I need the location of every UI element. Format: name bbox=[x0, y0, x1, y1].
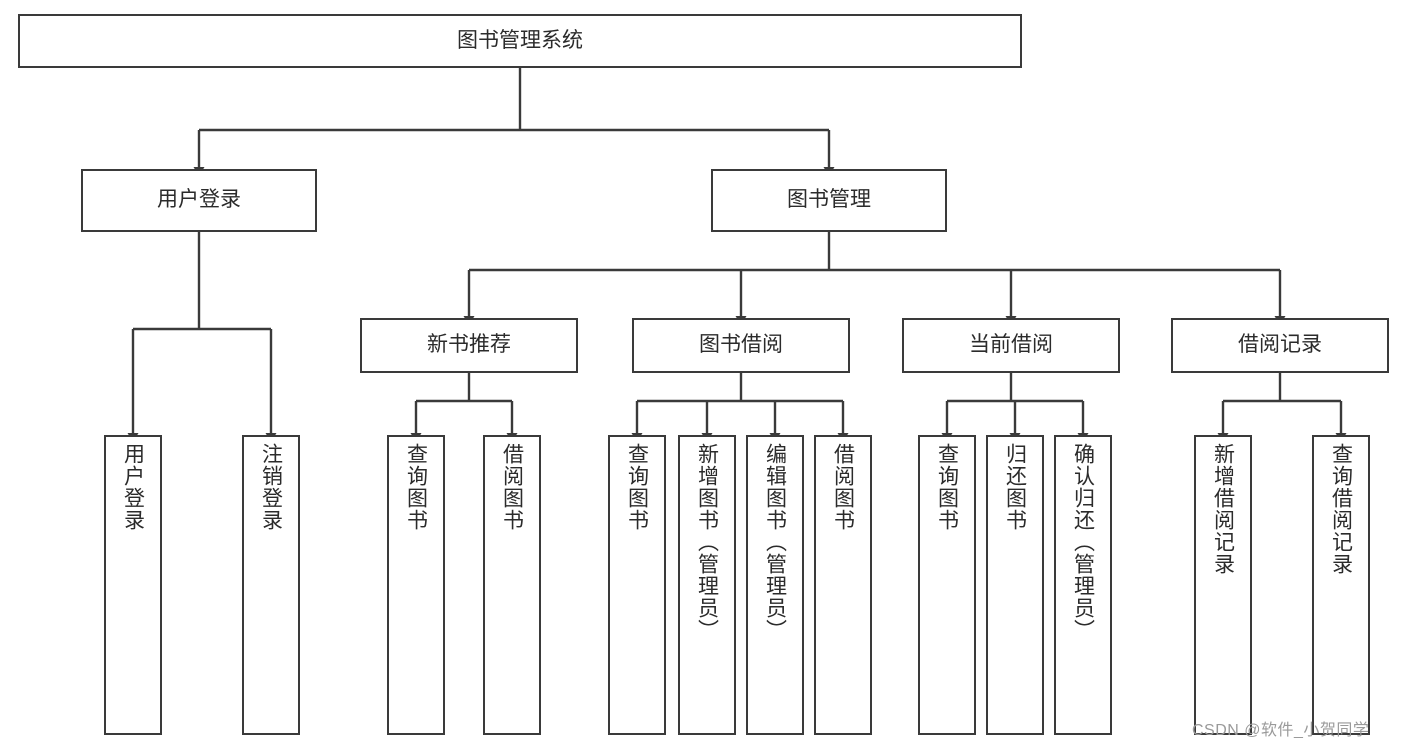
node-label: 查询借阅记录 bbox=[1329, 443, 1353, 575]
node-label: 新增图书（管理员） bbox=[695, 443, 719, 641]
node-leaf-rec-borrow[interactable]: 借阅图书 bbox=[483, 435, 541, 735]
node-label: 用户登录 bbox=[121, 443, 145, 531]
node-leaf-logout[interactable]: 注销登录 bbox=[242, 435, 300, 735]
watermark: CSDN @软件_小贺同学 bbox=[1192, 722, 1370, 739]
node-label: 确认归还（管理员） bbox=[1071, 443, 1095, 641]
node-label: 注销登录 bbox=[259, 443, 283, 531]
node-label: 当前借阅 bbox=[969, 333, 1053, 357]
node-new-book-rec[interactable]: 新书推荐 bbox=[360, 318, 578, 373]
node-leaf-bb-add[interactable]: 新增图书（管理员） bbox=[678, 435, 736, 735]
node-book-manage[interactable]: 图书管理 bbox=[711, 169, 947, 232]
node-label: 图书管理系统 bbox=[457, 28, 583, 52]
node-root[interactable]: 图书管理系统 bbox=[18, 14, 1022, 68]
node-label: 查询图书 bbox=[404, 443, 428, 531]
node-leaf-cb-confirm[interactable]: 确认归还（管理员） bbox=[1054, 435, 1112, 735]
node-leaf-bb-borrow[interactable]: 借阅图书 bbox=[814, 435, 872, 735]
node-label: 借阅记录 bbox=[1238, 333, 1322, 357]
node-label: 查询图书 bbox=[935, 443, 959, 531]
node-leaf-bb-query[interactable]: 查询图书 bbox=[608, 435, 666, 735]
node-label: 新书推荐 bbox=[427, 333, 511, 357]
node-label: 编辑图书（管理员） bbox=[763, 443, 787, 641]
node-label: 归还图书 bbox=[1003, 443, 1027, 531]
node-label: 借阅图书 bbox=[831, 443, 855, 531]
node-leaf-cb-return[interactable]: 归还图书 bbox=[986, 435, 1044, 735]
node-label: 图书借阅 bbox=[699, 333, 783, 357]
node-leaf-rec-query[interactable]: 查询图书 bbox=[387, 435, 445, 735]
node-label: 图书管理 bbox=[787, 188, 871, 212]
node-leaf-br-add[interactable]: 新增借阅记录 bbox=[1194, 435, 1252, 735]
node-borrow-record[interactable]: 借阅记录 bbox=[1171, 318, 1389, 373]
node-label: 用户登录 bbox=[157, 188, 241, 212]
node-label: 借阅图书 bbox=[500, 443, 524, 531]
node-leaf-bb-edit[interactable]: 编辑图书（管理员） bbox=[746, 435, 804, 735]
node-user-login[interactable]: 用户登录 bbox=[81, 169, 317, 232]
node-current-borrow[interactable]: 当前借阅 bbox=[902, 318, 1120, 373]
node-label: 新增借阅记录 bbox=[1211, 443, 1235, 575]
node-leaf-cb-query[interactable]: 查询图书 bbox=[918, 435, 976, 735]
node-leaf-user-login[interactable]: 用户登录 bbox=[104, 435, 162, 735]
node-book-borrow[interactable]: 图书借阅 bbox=[632, 318, 850, 373]
node-label: 查询图书 bbox=[625, 443, 649, 531]
node-leaf-br-query[interactable]: 查询借阅记录 bbox=[1312, 435, 1370, 735]
